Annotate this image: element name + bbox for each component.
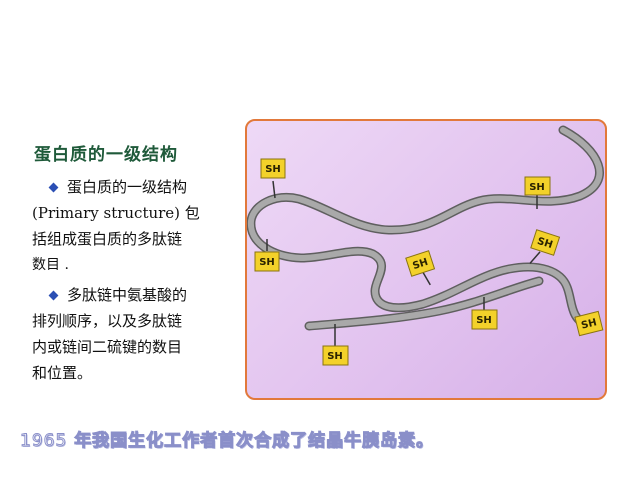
sh-label: SH: [529, 182, 545, 193]
paragraph-line: 内或链间二硫键的数目: [32, 338, 183, 356]
paragraph-primary-structure: 蛋白质的一级结构 (Primary structure) 包 括组成蛋白质的多肽…: [32, 174, 238, 278]
paragraph-line: 蛋白质的一级结构: [32, 174, 238, 200]
paragraph-line: 数目 .: [32, 257, 69, 273]
sh-label: SH: [411, 257, 429, 272]
sh-group: SH: [405, 250, 436, 286]
paragraph-line: 和位置。: [32, 364, 93, 382]
sh-group: SH: [254, 239, 280, 272]
polypeptide-chain: [306, 278, 542, 329]
polypeptide-diagram-panel: SH SH SH SH SH: [245, 119, 607, 400]
sh-group: SH: [529, 229, 561, 264]
diamond-bullet-icon: [48, 182, 59, 192]
polypeptide-chain-outline: [247, 125, 604, 332]
caption-text: 年我国生化工作者首次合成了结晶牛胰岛素。: [74, 431, 435, 452]
paragraph-line: 多肽链中氨基酸的: [32, 282, 238, 308]
sh-group: SH: [471, 297, 498, 330]
caption-year: 1965: [19, 431, 68, 452]
paragraph-line: 括组成蛋白质的多肽链: [32, 230, 183, 248]
sh-label: SH: [259, 257, 275, 268]
sh-group: SH: [574, 310, 604, 337]
paragraph-line: 排列顺序，以及多肽链: [32, 312, 183, 330]
sh-label: SH: [327, 351, 343, 362]
paragraph-line: (Primary structure) 包: [32, 204, 200, 222]
diamond-bullet-icon: [48, 290, 59, 300]
sh-group: SH: [260, 158, 286, 199]
sh-label: SH: [536, 236, 554, 251]
sh-label: SH: [580, 317, 598, 331]
sh-group: SH: [524, 176, 551, 209]
paragraph-sequence: 多肽链中氨基酸的 排列顺序，以及多肽链 内或链间二硫键的数目 和位置。: [32, 282, 238, 386]
sh-label: SH: [265, 164, 281, 175]
insulin-synthesis-caption: 1965 年我国生化工作者首次合成了结晶牛胰岛素。: [19, 426, 435, 452]
sh-label: SH: [476, 315, 492, 326]
polypeptide-chain-diagram: SH SH SH SH SH: [247, 125, 604, 366]
slide-heading: 蛋白质的一级结构: [34, 145, 178, 165]
sh-group: SH: [322, 324, 349, 366]
